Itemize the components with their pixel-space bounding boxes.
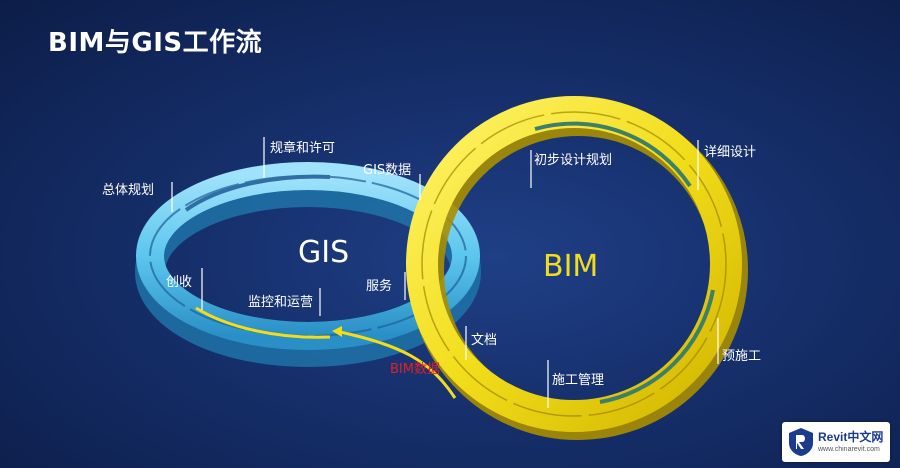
bim-stage-documentation: 文档 [471, 333, 497, 348]
bim-stage-detailed-design: 详细设计 [704, 145, 756, 160]
bim-stage-construction-management: 施工管理 [552, 373, 604, 388]
gis-stage-master-plan: 总体规划 [102, 183, 154, 198]
gis-stage-monitoring-operations: 监控和运营 [248, 295, 313, 310]
bim-data-connector [339, 330, 457, 399]
gis-stage-gis-data: GIS数据 [363, 163, 411, 178]
gis-ring [135, 162, 481, 367]
bim-stage-preliminary-design: 初步设计规划 [534, 153, 612, 168]
gis-label: GIS [298, 235, 349, 270]
slide-title: BIM与GIS工作流 [48, 28, 263, 58]
gis-stage-regulations-permits: 规章和许可 [270, 140, 335, 156]
bim-ring [406, 96, 748, 440]
watermark: Revit中文网 www.chinarevit.com [782, 422, 890, 462]
bim-label: BIM [543, 249, 598, 284]
bim-data-arrowhead [332, 326, 342, 337]
gis-stage-services: 服务 [366, 278, 392, 294]
watermark-url: www.chinarevit.com [818, 446, 880, 453]
watermark-brand: Revit中文网 [818, 430, 884, 444]
bim-stage-pre-construction: 预施工 [722, 349, 761, 364]
bim-data-label: BIM数据 [390, 362, 440, 377]
gis-stage-revenue: 创收 [166, 275, 192, 290]
revit-logo-icon [789, 428, 813, 456]
label-leaders [171, 137, 719, 408]
